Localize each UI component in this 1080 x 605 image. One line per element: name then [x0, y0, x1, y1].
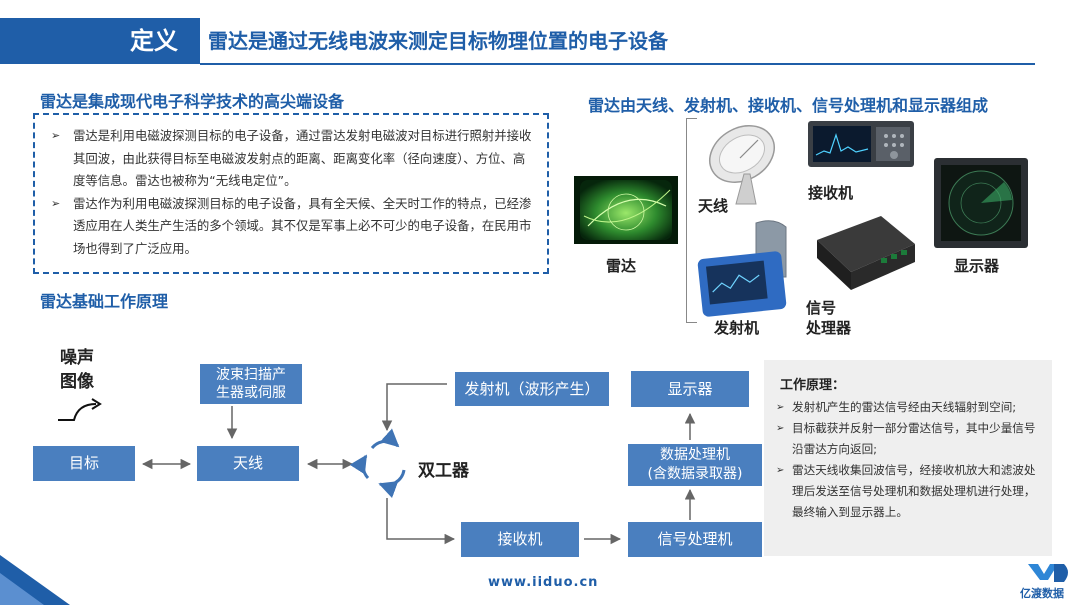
component-label-receiver: 接收机: [808, 184, 854, 202]
block-display: 显示器: [631, 371, 749, 407]
data-proc-line2: (含数据录取器): [647, 466, 743, 482]
component-label-display: 显示器: [954, 257, 1000, 275]
block-beam-scanner: 波束扫描产 生器或伺服: [200, 364, 302, 404]
components-bracket: [686, 118, 697, 323]
arrow-bullet-icon: ➢: [776, 465, 785, 476]
signal-processor-image: [817, 216, 915, 290]
definition-item: ➢ 雷达是利用电磁波探测目标的电子设备，通过雷达发射电磁波对目标进行照射并接收其…: [49, 125, 533, 193]
work-item: ➢ 发射机产生的雷达信号经由天线辐射到空间;: [776, 397, 1040, 418]
block-target: 目标: [33, 446, 135, 481]
header-tag: 定义: [0, 18, 200, 64]
component-label-radar: 雷达: [606, 257, 637, 275]
components-title: 雷达由天线、发射机、接收机、信号处理机和显示器组成: [588, 96, 989, 115]
block-antenna: 天线: [197, 446, 299, 481]
display-image: [934, 158, 1028, 248]
arrow-bullet-icon: ➢: [776, 402, 785, 413]
work-item-text: 发射机产生的雷达信号经由天线辐射到空间;: [792, 400, 1017, 414]
work-principle-title: 工作原理：: [780, 378, 846, 393]
component-label-processor: 信号 处理器: [806, 298, 851, 338]
block-signal-processor: 信号处理机: [628, 522, 762, 557]
company-logo-text: 亿渡数据: [1020, 587, 1064, 600]
page-title: 雷达是通过无线电波来测定目标物理位置的电子设备: [208, 29, 668, 53]
duplexer-label: 双工器: [418, 461, 469, 481]
work-item: ➢ 目标截获并反射一部分雷达信号，其中少量信号沿雷达方向返回;: [776, 418, 1040, 460]
definition-item: ➢ 雷达作为利用电磁波探测目标的电子设备，具有全天候、全天时工作的特点，已经渗透…: [49, 193, 533, 261]
noise-image-label: 噪声 图像: [60, 346, 94, 394]
block-receiver: 接收机: [461, 522, 579, 557]
noise-label-line1: 噪声: [60, 348, 94, 368]
beam-label-line1: 波束扫描产: [216, 367, 286, 383]
antenna-image: [709, 125, 775, 205]
beam-label-line2: 生器或伺服: [216, 385, 286, 401]
principle-title: 雷达基础工作原理: [40, 292, 169, 311]
footer-url[interactable]: www.iiduo.cn: [488, 575, 599, 590]
transmitter-image: [697, 220, 787, 317]
company-logo-icon: [1028, 564, 1068, 582]
definition-text: 雷达是利用电磁波探测目标的电子设备，通过雷达发射电磁波对目标进行照射并接收其回波…: [73, 128, 532, 188]
block-transmitter: 发射机（波形产生）: [455, 372, 609, 406]
work-item-text: 目标截获并反射一部分雷达信号，其中少量信号沿雷达方向返回;: [792, 421, 1036, 456]
noise-label-line2: 图像: [60, 372, 94, 392]
block-data-processor: 数据处理机 (含数据录取器): [628, 444, 762, 486]
arrow-bullet-icon: ➢: [51, 196, 61, 210]
header-divider: [200, 63, 1035, 65]
definition-box: ➢ 雷达是利用电磁波探测目标的电子设备，通过雷达发射电磁波对目标进行照射并接收其…: [33, 113, 549, 274]
definition-title: 雷达是集成现代电子科学技术的高尖端设备: [40, 92, 345, 111]
work-item: ➢ 雷达天线收集回波信号，经接收机放大和滤波处理后发送至信号处理机和数据处理机进…: [776, 460, 1040, 523]
arrow-bullet-icon: ➢: [776, 423, 785, 434]
data-proc-line1: 数据处理机: [660, 447, 730, 463]
corner-decoration: [0, 555, 70, 605]
work-item-text: 雷达天线收集回波信号，经接收机放大和滤波处理后发送至信号处理机和数据处理机进行处…: [792, 463, 1036, 519]
component-label-antenna: 天线: [698, 197, 729, 215]
work-principle-box: 工作原理： ➢ 发射机产生的雷达信号经由天线辐射到空间; ➢ 目标截获并反射一部…: [764, 360, 1052, 556]
receiver-image: [808, 121, 914, 167]
component-label-transmitter: 发射机: [714, 319, 760, 337]
arrow-bullet-icon: ➢: [51, 129, 61, 142]
processor-label-line1: 信号: [806, 299, 837, 317]
definition-text: 雷达作为利用电磁波探测目标的电子设备，具有全天候、全天时工作的特点，已经渗透应用…: [73, 195, 532, 256]
processor-label-line2: 处理器: [806, 319, 852, 337]
radar-image: [574, 176, 678, 244]
